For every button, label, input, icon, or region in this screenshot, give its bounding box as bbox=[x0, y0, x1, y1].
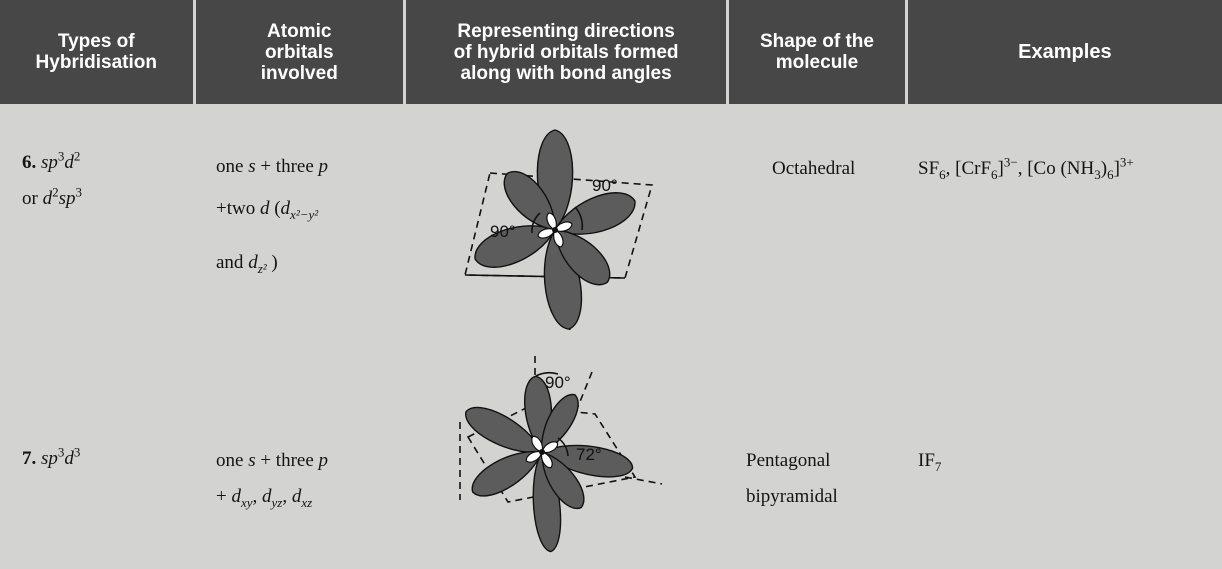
orbital-lobe bbox=[474, 225, 557, 268]
row6-shape: Octahedral bbox=[772, 158, 856, 179]
central-atom bbox=[539, 449, 545, 455]
row7-orbitals-line2: + dxy, dyz, dxz bbox=[216, 486, 313, 510]
row7-shape-line1: Pentagonal bbox=[746, 450, 831, 471]
pentagonal-bipyramidal-orbital-diagram: 90° 72° bbox=[459, 356, 663, 553]
orbital-lobe bbox=[554, 229, 611, 286]
header-examples: Examples bbox=[907, 0, 1222, 104]
row6-hybridisation: 6. sp3d2 bbox=[22, 148, 81, 173]
row7-shape-line2: bipyramidal bbox=[746, 486, 838, 507]
row7-hybridisation: 7. sp3d3 bbox=[22, 444, 81, 469]
octahedral-orbital-diagram: 90° 90° bbox=[463, 129, 654, 331]
header-atomic-orbitals: Atomic orbitals involved bbox=[195, 0, 403, 104]
header-types-of-hybridisation: Types of Hybridisation bbox=[0, 0, 193, 104]
row6-hybridisation-alt: or d2sp3 bbox=[22, 184, 82, 209]
angle-label: 90° bbox=[545, 373, 571, 392]
header-shape: Shape of the molecule bbox=[729, 0, 905, 104]
orbital-lobe bbox=[503, 170, 556, 231]
row6-orbitals-line2: +two d (dx²−y² bbox=[216, 198, 319, 222]
central-atom bbox=[552, 227, 558, 233]
angle-label: 90° bbox=[592, 176, 618, 195]
row7-examples: IF7 bbox=[918, 450, 942, 474]
angle-label: 72° bbox=[576, 445, 602, 464]
orbital-lobe bbox=[471, 450, 543, 497]
table-header: Types of Hybridisation Atomic orbitals i… bbox=[0, 0, 1222, 104]
orbital-lobe bbox=[465, 406, 544, 454]
row6-orbitals-line1: one s + three p bbox=[216, 156, 329, 177]
header-directions-bond-angles: Representing directions of hybrid orbita… bbox=[406, 0, 727, 104]
row7-orbitals-line1: one s + three p bbox=[216, 450, 329, 471]
angle-label: 90° bbox=[490, 222, 516, 241]
orbital-lobe bbox=[541, 394, 579, 454]
orbital-lobe bbox=[540, 444, 634, 478]
row6-orbitals-line3: and dz² ) bbox=[216, 252, 278, 276]
row6-examples: SF6, [CrF6]3−, [Co (NH3)6]3+ bbox=[918, 154, 1134, 182]
octahedral-square-plane bbox=[463, 172, 654, 279]
orbital-lobe bbox=[553, 192, 636, 235]
